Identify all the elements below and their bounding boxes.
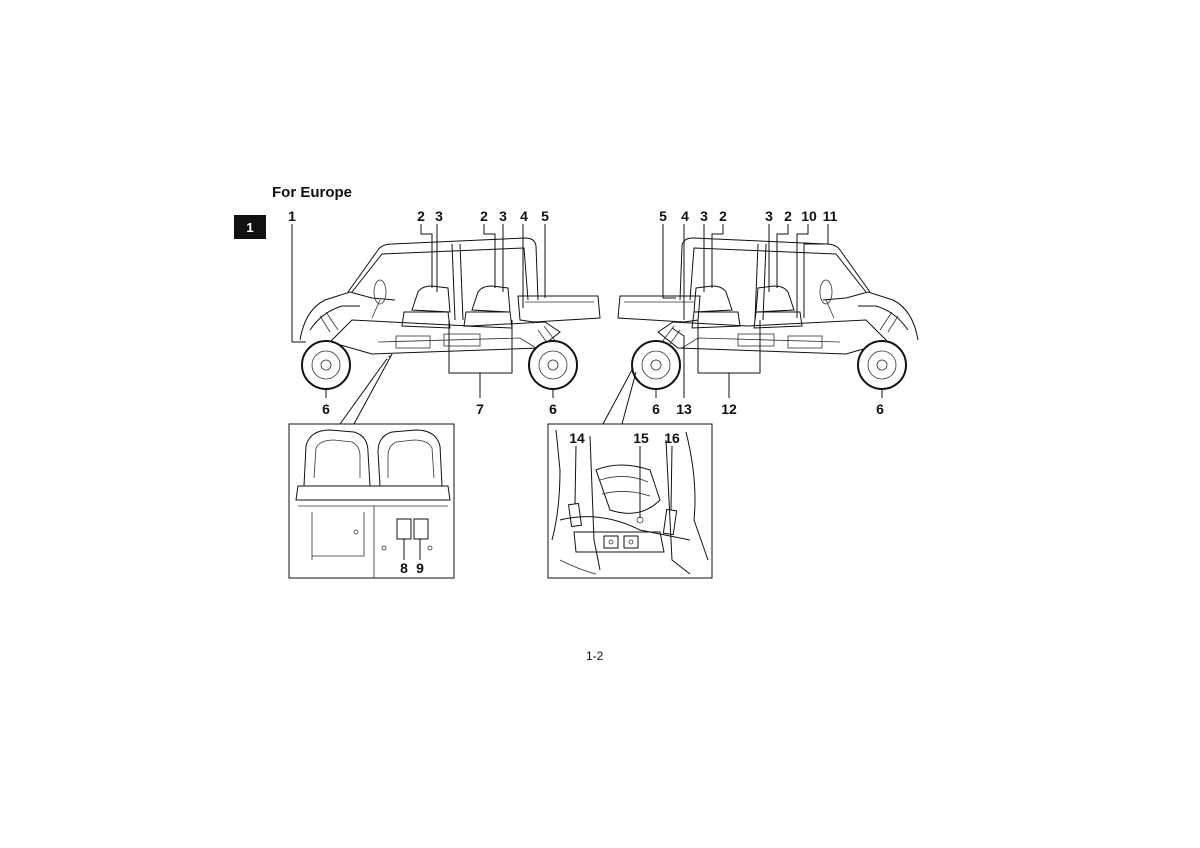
section-title: For Europe: [272, 184, 353, 201]
callout-7: 7: [476, 401, 484, 417]
callout-13: 13: [676, 401, 692, 417]
left-vehicle-illustration: [299, 237, 601, 390]
callout-3: 3: [499, 208, 507, 224]
callout-3: 3: [765, 208, 773, 224]
callout-6: 6: [549, 401, 557, 417]
right-vehicle-callouts: 5 4 3 2 3 2 10 11 6 13 12 6: [652, 208, 884, 417]
callout-3: 3: [435, 208, 443, 224]
callout-12: 12: [721, 401, 737, 417]
callout-11: 11: [823, 208, 838, 224]
left-vehicle-callouts: 1 2 3 2 3 4 5 6 7 6: [288, 208, 557, 417]
callout-6: 6: [876, 401, 884, 417]
right-vehicle-leader-lines: [655, 224, 883, 398]
left-vehicle-leader-lines: [291, 224, 554, 398]
right-vehicle-illustration: [617, 237, 919, 390]
callout-9: 9: [416, 560, 424, 576]
callout-16: 16: [664, 430, 680, 446]
callout-15: 15: [633, 430, 649, 446]
left-inset-detail: [288, 353, 455, 579]
callout-2: 2: [417, 208, 425, 224]
chapter-tab: 1: [234, 215, 266, 239]
callout-1: 1: [288, 208, 296, 224]
right-inset-detail: [547, 367, 713, 579]
callout-14: 14: [569, 430, 585, 446]
callout-4: 4: [520, 208, 528, 224]
callout-10: 10: [801, 208, 817, 224]
callout-6: 6: [652, 401, 660, 417]
callout-5: 5: [659, 208, 667, 224]
callout-6: 6: [322, 401, 330, 417]
callout-8: 8: [400, 560, 408, 576]
callout-5: 5: [541, 208, 549, 224]
callout-4: 4: [681, 208, 689, 224]
callout-3: 3: [700, 208, 708, 224]
callout-2: 2: [719, 208, 727, 224]
callout-2: 2: [480, 208, 488, 224]
right-inset-callouts: 14 15 16: [569, 430, 680, 446]
left-inset-callouts: 8 9: [400, 560, 424, 576]
page-number: 1-2: [586, 649, 604, 663]
callout-2: 2: [784, 208, 792, 224]
